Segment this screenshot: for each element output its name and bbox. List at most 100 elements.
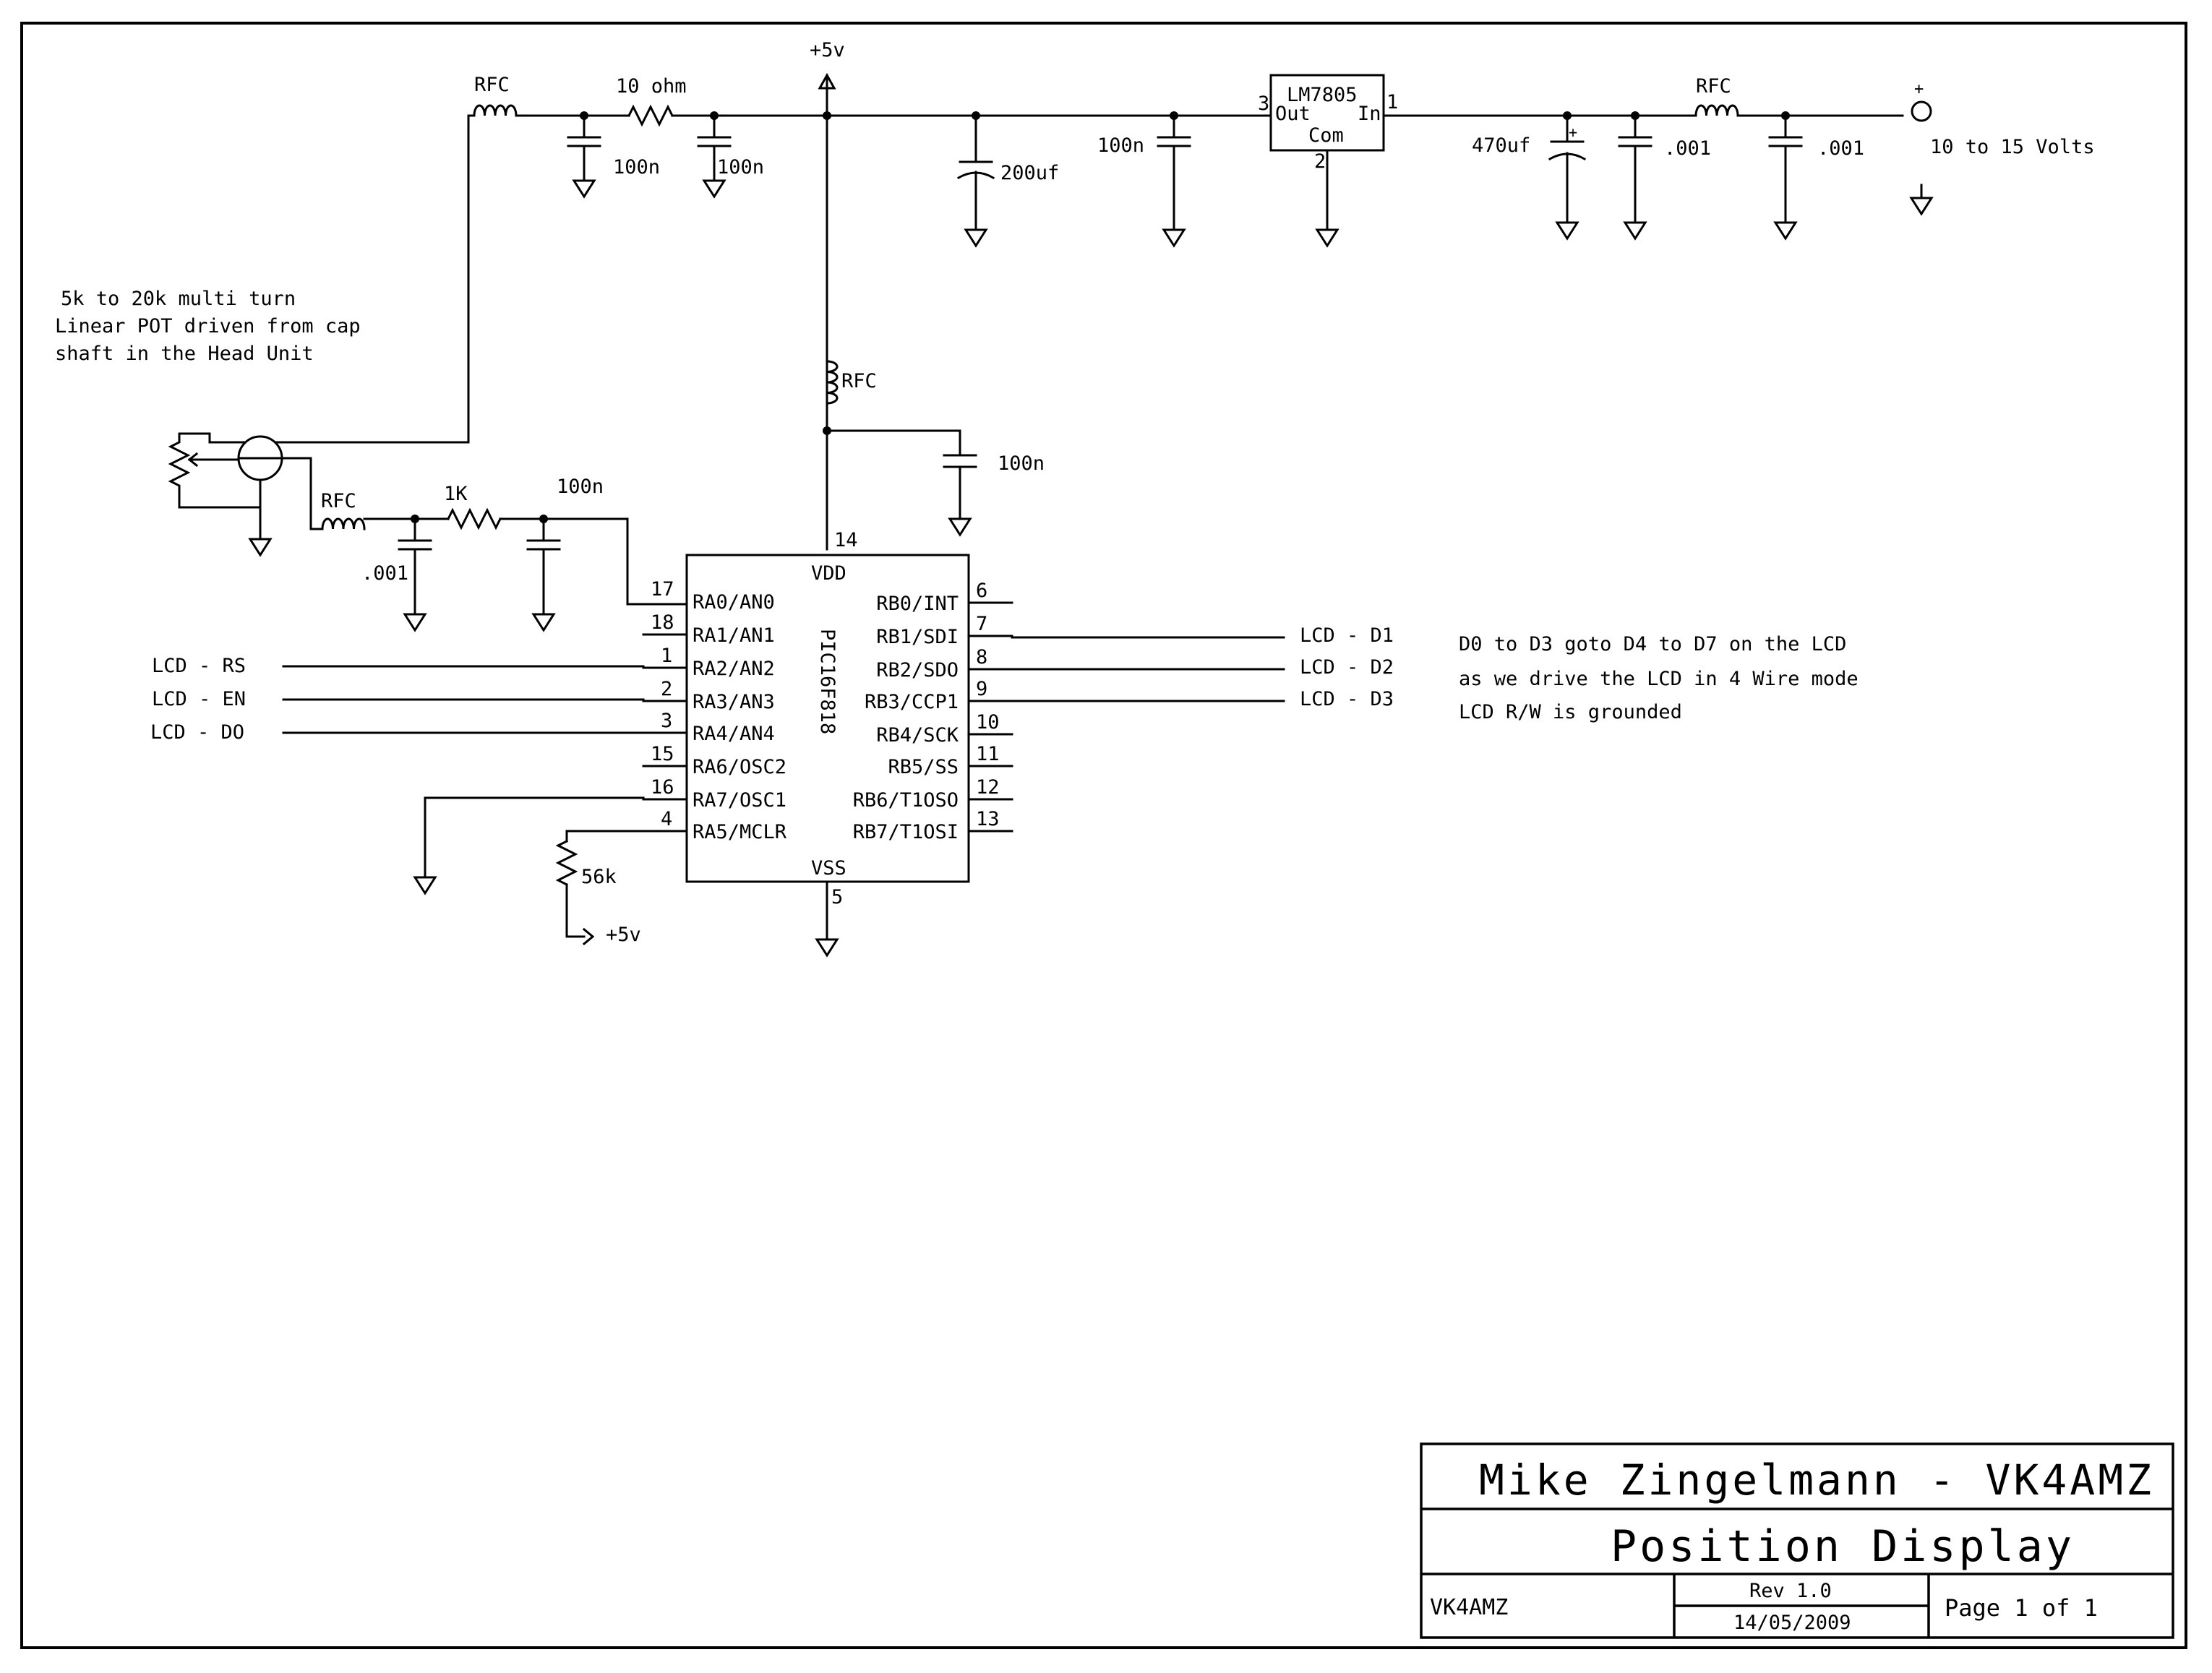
supply-rail xyxy=(467,111,1904,270)
ic-right-pin-number: 8 xyxy=(976,646,987,668)
ic-left-pin-name: RA5/MCLR xyxy=(693,821,787,843)
ic-left-pin-name: RA3/AN3 xyxy=(693,691,775,713)
lcd-d0-label: LCD - DO xyxy=(150,721,244,744)
ic-vdd-label: VDD xyxy=(811,562,846,585)
lcd-d1-label: LCD - D1 xyxy=(1300,624,1394,647)
ic-right-pin-number: 6 xyxy=(976,580,987,602)
potentiometer xyxy=(168,267,470,556)
lcd-notes: D0 to D3 goto D4 to D7 on the LCD as we … xyxy=(1459,633,1859,723)
reg-in: In xyxy=(1358,103,1381,125)
ic-right-pin-name: RB4/SCK xyxy=(876,724,959,747)
supply-label: 10 to 15 Volts xyxy=(1930,136,2095,158)
ic-left-pin-name: RA7/OSC1 xyxy=(693,789,786,812)
ic-left-pin-number: 4 xyxy=(661,808,672,830)
pot-note-line-1: 5k to 20k multi turn xyxy=(61,288,296,310)
note-line-3: LCD R/W is grounded xyxy=(1459,701,1682,723)
supply-plus: + xyxy=(1914,80,1924,98)
r-10ohm-label: 10 ohm xyxy=(616,75,687,98)
c-001-b-label: .001 xyxy=(1817,137,1864,160)
ic-left-pin-number: 15 xyxy=(651,743,674,765)
c2-label: 100n xyxy=(717,156,764,179)
ic-right-pin-name: RB3/CCP1 xyxy=(865,691,959,713)
c-470uf-label: 470uf xyxy=(1472,134,1530,157)
c-470uf-plus: + xyxy=(1569,124,1577,141)
ic-right-pin-number: 9 xyxy=(976,678,987,700)
vcc-5v-node: +5v xyxy=(810,39,845,551)
ic-right-pin-name: RB2/SDO xyxy=(876,659,959,681)
ic-pin5: 5 xyxy=(831,886,843,908)
rfc-top-left-label: RFC xyxy=(474,74,510,96)
ic-pic16f818: VDD VSS 14 5 PIC16F818 xyxy=(685,529,970,957)
ic-left-pin-number: 16 xyxy=(651,776,674,799)
ic-left-pin-number: 1 xyxy=(661,645,672,667)
title-block: Mike Zingelmann - VK4AMZ Position Displa… xyxy=(1420,1442,2174,1639)
reg-out: Out xyxy=(1275,103,1311,125)
pot-note-line-3: shaft in the Head Unit xyxy=(55,343,314,365)
pot-note: 5k to 20k multi turn Linear POT driven f… xyxy=(55,288,361,365)
ic-right-pin-name: RB7/T1OSI xyxy=(853,821,959,843)
ic-left-pin-name: RA6/OSC2 xyxy=(693,756,786,778)
capacitor-c2: 100n xyxy=(697,114,764,198)
inductor-rfc-top-left: RFC xyxy=(473,74,518,117)
reg-pin2: 2 xyxy=(1314,150,1326,173)
lcd-d2-label: LCD - D2 xyxy=(1300,656,1394,679)
capacitor-200uf: 200uf xyxy=(956,114,1059,247)
ic-left-pin-name: RA2/AN2 xyxy=(693,658,775,680)
ic-left-pin-number: 18 xyxy=(651,611,674,634)
capacitor-470uf: 470uf + xyxy=(1472,114,1587,240)
title-callsign: VK4AMZ xyxy=(1430,1595,1508,1620)
rfc-pot-label: RFC xyxy=(321,490,356,512)
c-001-a-label: .001 xyxy=(1664,137,1711,160)
title-page: Page 1 of 1 xyxy=(1945,1594,2098,1622)
sheet-border xyxy=(20,22,2187,1649)
resistor-10-ohm: 10 ohm xyxy=(616,75,687,127)
inductor-rfc-top-right: RFC xyxy=(1694,75,1739,117)
pot-filter: RFC 1K 100n .001 xyxy=(321,476,688,632)
title-name: Position Display xyxy=(1611,1521,2075,1572)
note-line-2: as we drive the LCD in 4 Wire mode xyxy=(1459,668,1859,690)
inductor-rfc-mid: RFC xyxy=(826,360,877,405)
capacitor-001-b: .001 xyxy=(1768,114,1864,240)
ic-name: PIC16F818 xyxy=(816,629,839,734)
ic-right-pin-name: RB5/SS xyxy=(888,756,959,778)
title-revision: Rev 1.0 xyxy=(1749,1580,1832,1602)
ic-left-pin-name: RA1/AN1 xyxy=(693,624,775,647)
ic-right-pin-name: RB1/SDI xyxy=(876,626,959,648)
c-001-pot-label: .001 xyxy=(361,562,408,585)
capacitor-100n-reg: 100n xyxy=(1097,114,1191,247)
ic-left-pin-name: RA4/AN4 xyxy=(693,723,775,745)
r-1k-label: 1K xyxy=(444,483,468,505)
lcd-d3-label: LCD - D3 xyxy=(1300,688,1394,710)
c-100n-mid-label: 100n xyxy=(998,452,1045,475)
ic-left-pin-number: 3 xyxy=(661,710,672,732)
pot-note-line-2: Linear POT driven from cap xyxy=(55,315,361,337)
ic-right-pin-number: 12 xyxy=(976,776,1000,799)
title-author: Mike Zingelmann - VK4AMZ xyxy=(1479,1455,2154,1505)
ic-right-pin-number: 7 xyxy=(976,613,987,635)
lcd-left-signals: LCD - RS LCD - EN LCD - DO xyxy=(150,655,645,744)
osc1-ground xyxy=(413,796,645,895)
mclr-vcc-label: +5v xyxy=(606,924,641,946)
reg-name: LM7805 xyxy=(1287,84,1358,106)
c-200uf-label: 200uf xyxy=(1000,162,1059,184)
resistor-56k: 56k +5v xyxy=(555,830,645,946)
rfc-top-right-label: RFC xyxy=(1696,75,1731,98)
lcd-en-label: LCD - EN xyxy=(152,688,246,710)
ic-left-pin-name: RA0/AN0 xyxy=(693,591,775,614)
c-100n-reg-label: 100n xyxy=(1097,134,1144,157)
